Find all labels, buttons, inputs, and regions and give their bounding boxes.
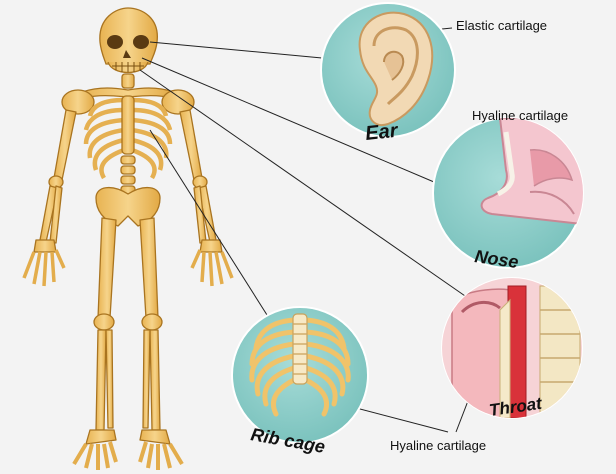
leader-line-rib-cage — [150, 130, 274, 326]
cervical-spine — [122, 74, 134, 88]
rib-cage-circle — [232, 307, 368, 443]
label-hyaline-cartilage-throat: Hyaline cartilage — [390, 438, 486, 453]
skeleton — [24, 8, 232, 470]
left-leg — [74, 218, 116, 470]
ear-circle — [321, 3, 455, 137]
left-arm — [24, 110, 76, 286]
right-leg — [140, 218, 182, 470]
label-hyaline-cartilage-nose: Hyaline cartilage — [472, 108, 568, 123]
sternum — [122, 96, 134, 154]
label-elastic-cartilage: Elastic cartilage — [456, 18, 547, 33]
nose-circle — [433, 118, 600, 268]
leader-line-ear — [150, 42, 322, 58]
lumbar-spine — [121, 156, 135, 194]
skull — [100, 8, 157, 73]
right-arm — [180, 110, 232, 286]
caption-ear: Ear — [364, 120, 400, 145]
